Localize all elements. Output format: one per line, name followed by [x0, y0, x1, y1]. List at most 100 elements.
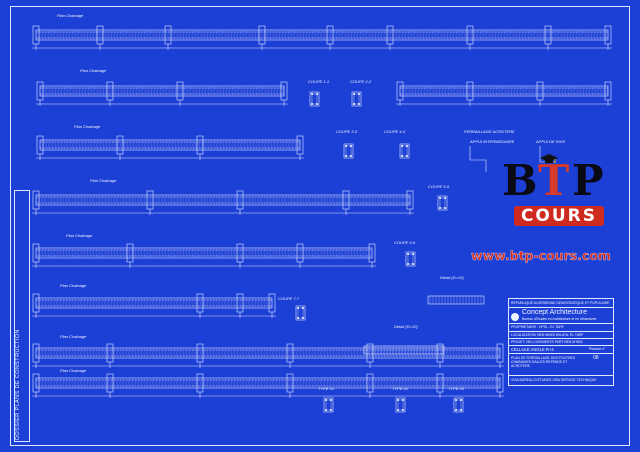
cross-section-stirrup-0	[311, 93, 318, 105]
detail-label-2: Detail (D=10)	[394, 324, 418, 329]
poteau-label-1: TYPE 01	[318, 386, 335, 391]
rebar-dot	[459, 408, 463, 412]
rebar-dot	[411, 262, 415, 266]
logo-letter-b: B	[502, 156, 538, 205]
title-block-country: REPUBLIQUE ALGERIENNE DEMOCRATIQUE ET PO…	[511, 301, 610, 305]
cross-section-stirrup-1	[353, 93, 360, 105]
rebar-dot	[296, 316, 300, 320]
rebar-dot	[324, 408, 328, 412]
cross-section-stirrup-7	[325, 399, 332, 411]
rebar-dot	[405, 144, 409, 148]
rebar-dot	[454, 408, 458, 412]
beam-elevations	[32, 25, 612, 398]
rebar-dot	[396, 408, 400, 412]
title-block-firm-sub: Bureau d'Etudes en Architecture et en Ur…	[522, 317, 597, 321]
title-block-location: LOCALISATION: BEN MHIDI WILAYA: EL TARF	[511, 333, 584, 337]
rebar-dot	[315, 102, 319, 106]
rebar-dot	[454, 398, 458, 402]
rebar-dot	[357, 102, 361, 106]
cross-section-stirrup-8	[397, 399, 404, 411]
title-block-cell: CELLULE ANGLE R+4	[511, 347, 554, 352]
beam-label-5: Plan Chainage	[66, 233, 93, 238]
watermark-url: www.btp-cours.com	[471, 248, 611, 263]
rebar-dot	[396, 398, 400, 402]
rebar-dot	[459, 398, 463, 402]
beam-cross-sections	[295, 91, 464, 413]
beam-row-4-outline	[35, 194, 411, 206]
title-block-footer: VISA BUREAU D'ETUDES VISA SERVICE TECHNI…	[511, 378, 597, 382]
sidebar-frame	[14, 190, 30, 442]
section-label-11: COUPE 1-1	[308, 79, 330, 84]
rebar-dot	[406, 262, 410, 266]
rebar-dot	[406, 252, 410, 256]
cross-section-0	[309, 91, 320, 107]
section-label-44: COUPE 4-4	[384, 129, 406, 134]
cross-section-stirrup-3	[401, 145, 408, 157]
beam-row-2b-outline	[399, 85, 609, 97]
cross-section-8	[395, 397, 406, 413]
poteau-label-2: TYPE 02	[392, 386, 409, 391]
title-block-plan-title: PLAN DE FERRAILLAGE DES POUTRES CHAINAGE…	[511, 356, 576, 369]
appui-rive-label: APPUI DE RIVE	[536, 139, 566, 144]
cross-section-9	[453, 397, 464, 413]
rebar-dot	[310, 102, 314, 106]
cross-section-3	[399, 143, 410, 159]
rebar-dot	[329, 398, 333, 402]
title-block: REPUBLIQUE ALGERIENNE DEMOCRATIQUE ET PO…	[508, 298, 614, 386]
beam-label-2: Plan Chainage	[80, 68, 107, 73]
section-label-66: COUPE 6-6	[394, 240, 416, 245]
title-block-owner: PROPRIETAIRE : OPGI - EL TARF	[511, 325, 564, 329]
cross-section-stirrup-5	[407, 253, 414, 265]
title-block-sheet-no: 08	[593, 355, 599, 361]
rebar-dot	[349, 154, 353, 158]
rebar-dot	[310, 92, 314, 96]
beam-row-3-outline	[39, 139, 301, 151]
rebar-dot	[411, 252, 415, 256]
appui-label: APPUI INTERMEDIAIRE	[470, 139, 515, 144]
cross-section-stirrup-9	[455, 399, 462, 411]
beam-row-8-outline	[35, 377, 501, 389]
rebar-dot	[344, 154, 348, 158]
rebar-dot	[438, 196, 442, 200]
rebar-dot	[329, 408, 333, 412]
ferraillage-label: FERRAILLAGE ACROTERE	[464, 129, 515, 134]
rebar-dot	[400, 144, 404, 148]
firm-logo-icon	[511, 313, 519, 321]
title-block-sheet-label: Planche n°	[589, 347, 606, 351]
section-label-22: COUPE 2-2	[350, 79, 372, 84]
beam-label-3: Plan Chainage	[74, 124, 101, 129]
rebar-dot	[352, 102, 356, 106]
logo-cours-text: COURS	[520, 206, 598, 226]
detail-label-1: Detail (D=15)	[440, 275, 464, 280]
cross-section-4	[437, 195, 448, 211]
rebar-dot	[405, 154, 409, 158]
beam-row-6-outline	[35, 297, 273, 309]
title-block-project: PROJET: 260 LOGEMENTS PART BEN M'HIDI	[511, 340, 583, 344]
beam-label-8: Plan Chainage	[60, 368, 87, 373]
rebar-dot	[301, 316, 305, 320]
cross-section-6	[295, 305, 306, 321]
cross-section-stirrup-2	[345, 145, 352, 157]
logo-letter-t: T	[538, 156, 570, 205]
section-label-77: COUPE 7-7	[278, 296, 300, 301]
beam-label-7: Plan Chainage	[60, 334, 87, 339]
cross-section-2	[343, 143, 354, 159]
cross-section-5	[405, 251, 416, 267]
title-block-firm: Concept Architecture	[522, 309, 587, 316]
rebar-dot	[344, 144, 348, 148]
beam-row-1-outline	[35, 29, 609, 41]
drawing-frame	[10, 6, 630, 446]
beam-row-5-outline	[35, 247, 373, 259]
rebar-dot	[400, 154, 404, 158]
rebar-dot	[301, 306, 305, 310]
logo-letter-p: P	[572, 156, 604, 205]
rebar-dot	[357, 92, 361, 96]
sidebar-title: DOSSIER PLANS DE CONSTRUCTION	[15, 329, 21, 440]
beam-label-1: Plan Chainage	[57, 13, 84, 18]
cross-section-7	[323, 397, 334, 413]
rebar-dot	[324, 398, 328, 402]
rebar-dot	[401, 408, 405, 412]
rebar-dot	[296, 306, 300, 310]
rebar-dot	[443, 206, 447, 210]
